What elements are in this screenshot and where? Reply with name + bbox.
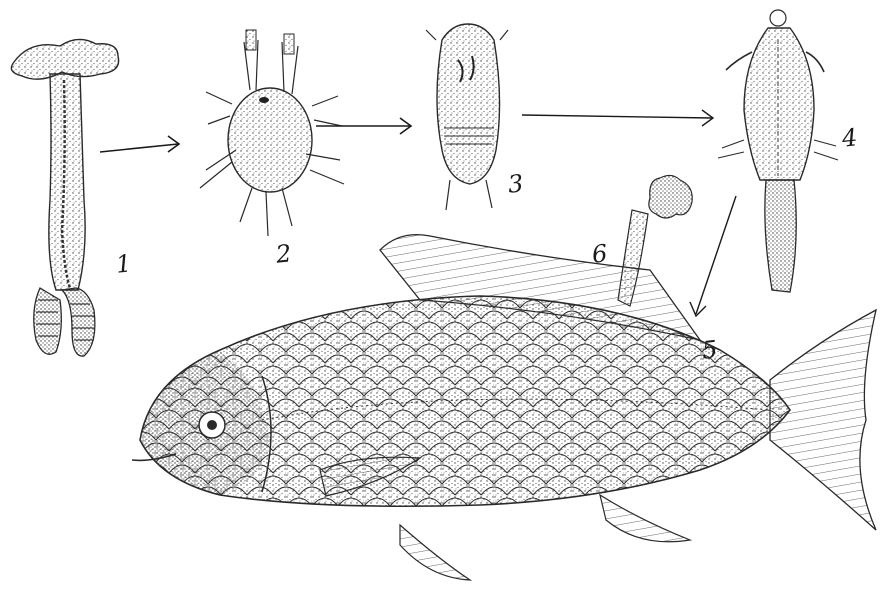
arrow-1-to-2 <box>100 136 179 152</box>
arrow-3-to-4 <box>522 110 713 126</box>
stage-label-1: 1 <box>115 249 133 278</box>
stage-label-5: 5 <box>701 335 719 364</box>
stage-label-3: 3 <box>507 169 525 198</box>
host-fish <box>132 235 876 580</box>
arrow-2-to-3 <box>316 118 411 134</box>
stage-label-6: 6 <box>591 239 609 268</box>
stage-label-4: 4 <box>841 123 859 152</box>
arrow-4-to-5 <box>690 196 736 316</box>
stage-1-organism <box>11 39 118 356</box>
stage-3-organism <box>426 24 508 210</box>
stage-label-2: 2 <box>275 239 293 268</box>
stage-2-organism <box>200 30 344 236</box>
stage-4-organism <box>718 10 838 292</box>
